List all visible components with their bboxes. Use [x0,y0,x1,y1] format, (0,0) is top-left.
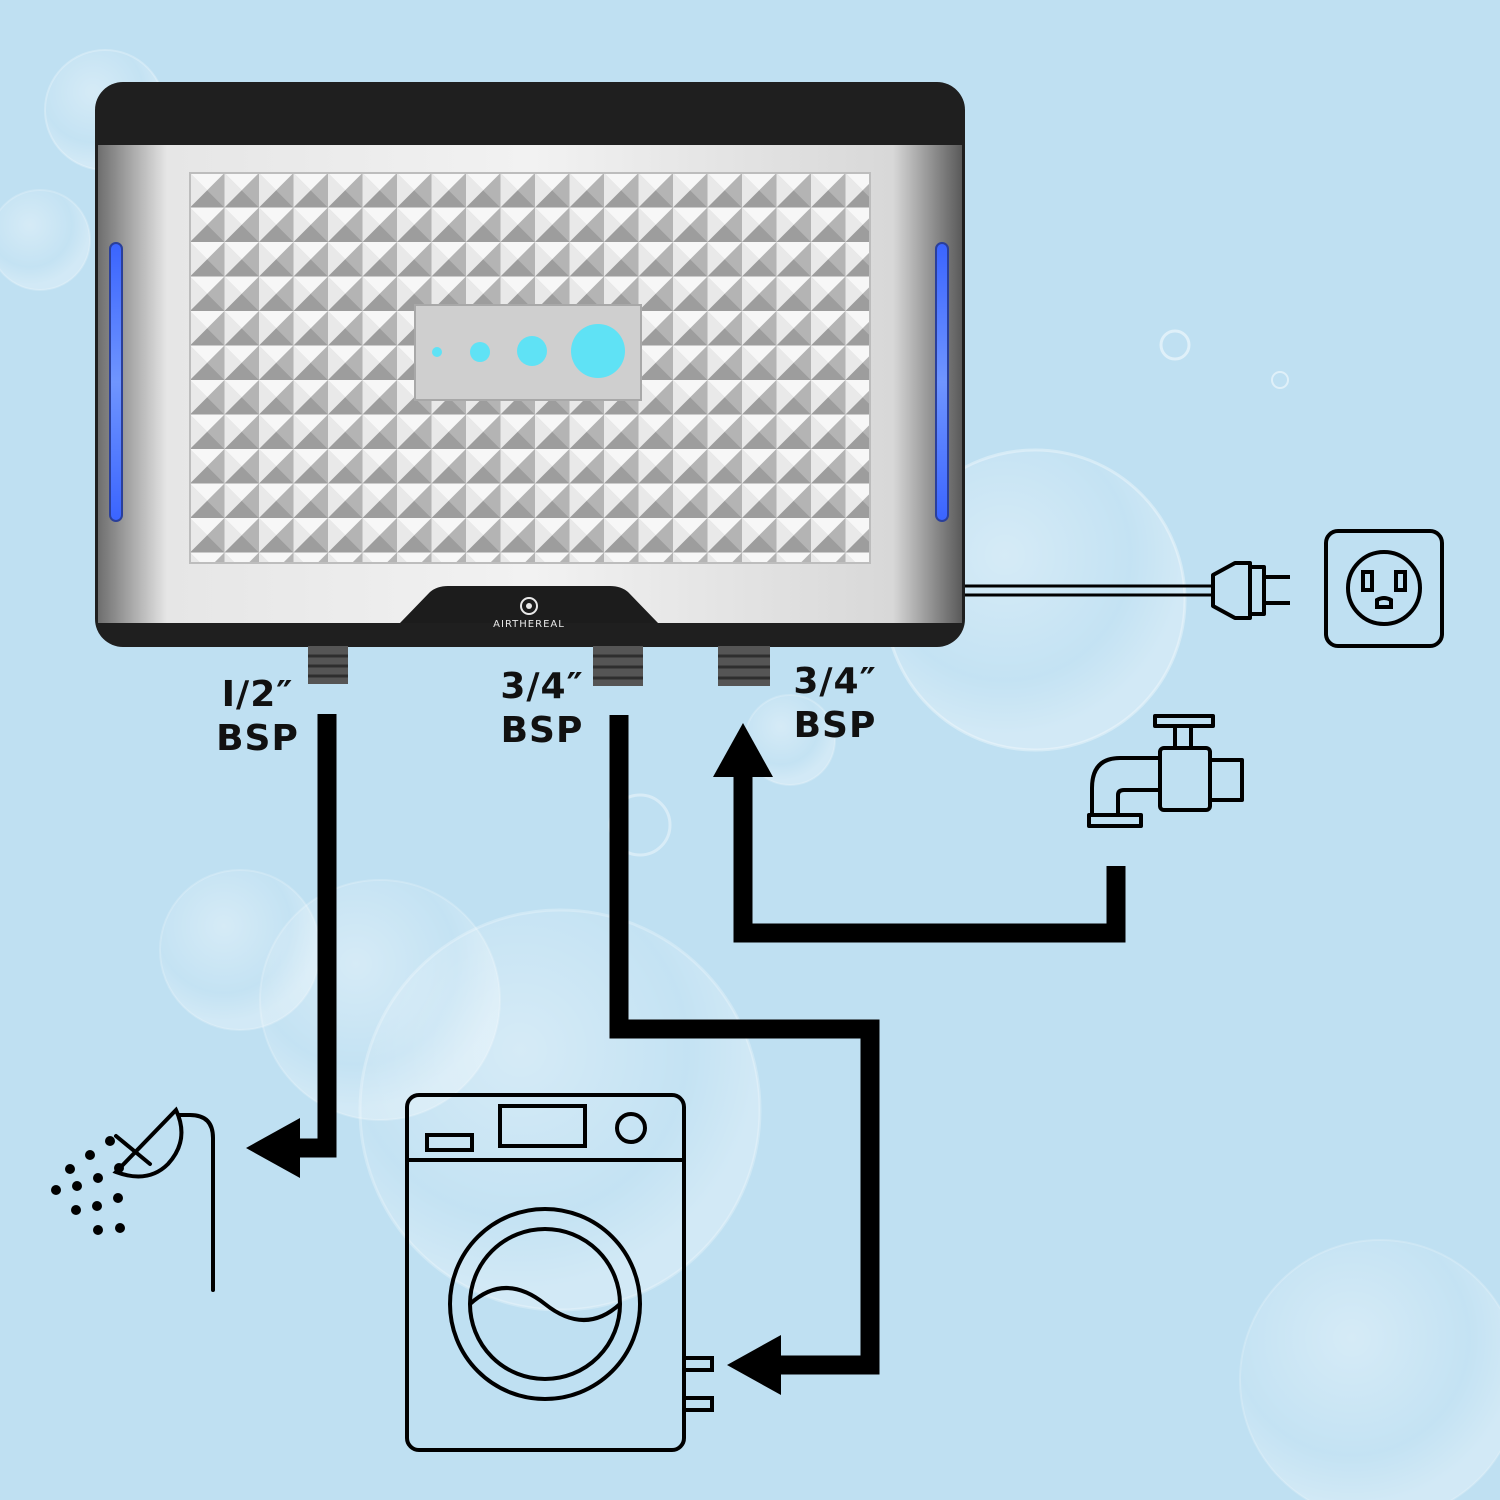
power-level-indicator-1[interactable] [432,347,442,357]
port-label-half-inch: I/2″ BSP [200,673,315,761]
fitting-half-inch [308,646,348,684]
water-heater-unit [95,82,965,686]
right-side-light [935,242,949,522]
arrow-to-washing-machine [727,1335,781,1395]
port-size: I/2″ [221,674,294,715]
arrow-into-unit [713,723,773,777]
control-panel [414,304,642,401]
washing-machine-icon [405,1093,714,1452]
brand-logo-icon [520,597,538,615]
arrow-to-shower [246,1118,300,1178]
port-size: 3/4″ [793,661,877,702]
port-thread: BSP [216,718,299,759]
water-tap-icon [1087,714,1244,828]
port-thread: BSP [500,710,584,751]
brand-name: AIRTHEREAL [493,619,565,630]
power-level-indicator-4[interactable] [571,324,625,378]
port-thread: BSP [793,705,877,746]
port-label-three-quarter-outlet: 3/4″ BSP [482,665,602,753]
port-label-three-quarter-inlet: 3/4″ BSP [775,660,895,748]
outlet-pipe-washing-machine [609,715,880,1375]
fitting-three-quarter-inlet [718,646,770,686]
power-level-indicator-3[interactable] [517,336,547,366]
inlet-pipe-from-tap [733,770,1126,943]
power-outlet-icon [1324,529,1444,648]
outlet-pipe-shower [295,714,337,1158]
power-cord [965,584,1213,597]
background-bubbles [0,49,1500,1500]
shower-head-icon [112,1106,215,1292]
shower-water-drops [51,1136,125,1235]
left-side-light [109,242,123,522]
plug-icon [1211,561,1290,620]
port-size: 3/4″ [500,666,584,707]
fitting-three-quarter-outlet [593,646,643,686]
power-level-indicator-2[interactable] [470,342,490,362]
